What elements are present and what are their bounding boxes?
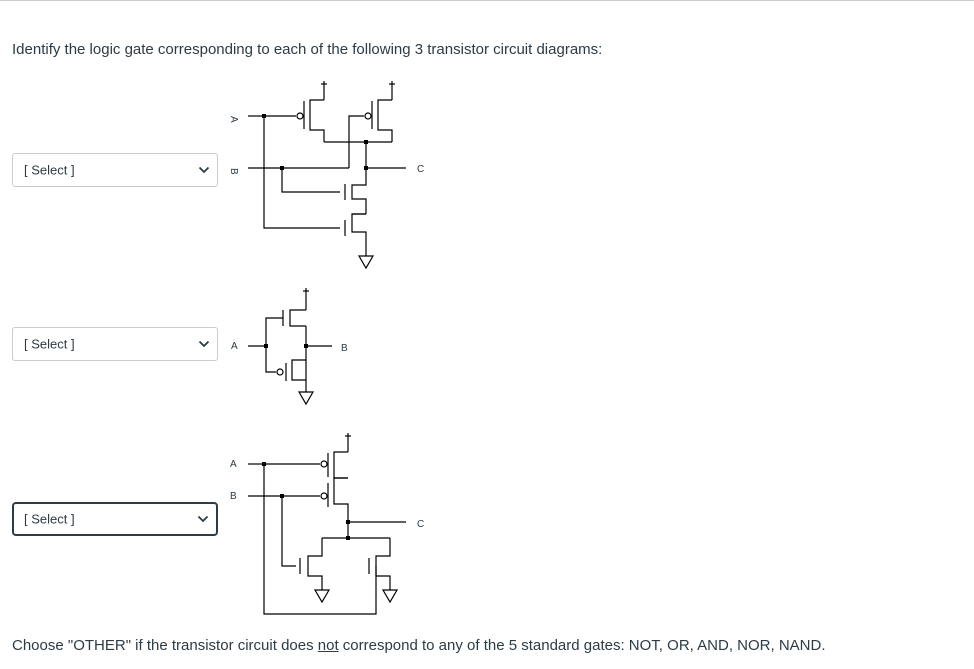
circuit-1-diagram: [248, 81, 406, 270]
chevron-down-icon: [198, 340, 210, 348]
select-value: [ Select ]: [24, 511, 75, 527]
circuit-3-diagram: [248, 433, 406, 615]
footer-emphasis: not: [317, 637, 339, 654]
circuit-1-select[interactable]: [ Select ]: [12, 153, 218, 187]
chevron-down-icon: [197, 515, 209, 523]
top-divider: [0, 0, 974, 1]
circuit-2-select[interactable]: [ Select ]: [12, 327, 218, 361]
circuit-2-label-a: A: [231, 341, 238, 352]
footer-text-2: correspond to any of the 5 standard gate…: [338, 637, 826, 654]
circuit-3-label-b: B: [230, 491, 237, 502]
circuit-2-diagram: [248, 288, 332, 406]
circuit-3-label-out: C: [417, 519, 424, 530]
circuit-3-select[interactable]: [ Select ]: [12, 502, 218, 536]
circuit-3-label-a: A: [230, 459, 237, 470]
circuit-2-label-out: B: [341, 343, 348, 354]
circuit-1-label-out: C: [417, 164, 424, 175]
circuit-1-label-a: A: [228, 116, 239, 123]
question-prompt: Identify the logic gate corresponding to…: [12, 41, 603, 58]
select-value: [ Select ]: [24, 162, 75, 178]
chevron-down-icon: [198, 166, 210, 174]
circuit-1-label-b: B: [228, 168, 239, 175]
footer-text-1: Choose "OTHER" if the transistor circuit…: [12, 637, 318, 654]
instructions-footer: Choose "OTHER" if the transistor circuit…: [12, 637, 826, 654]
select-value: [ Select ]: [24, 336, 75, 352]
